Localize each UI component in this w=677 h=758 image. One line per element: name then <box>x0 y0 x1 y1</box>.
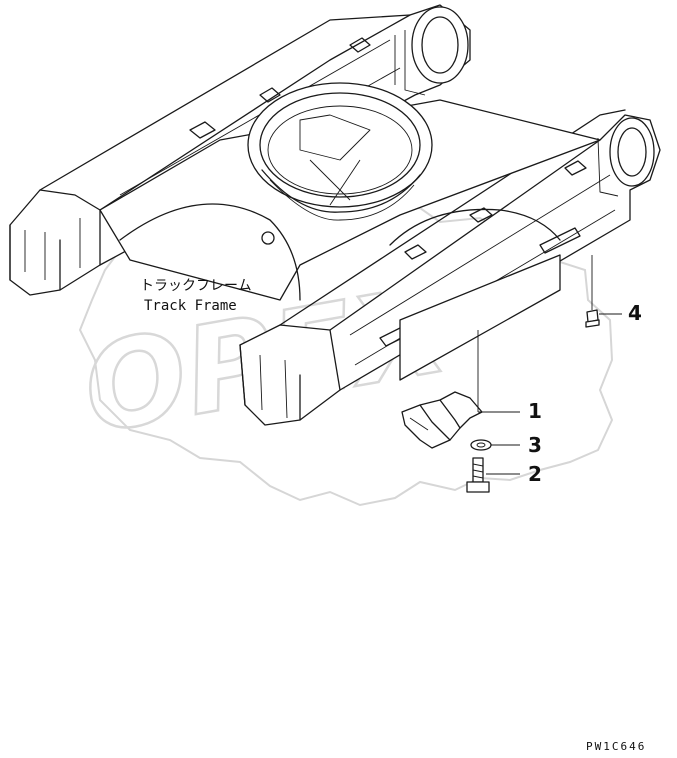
track-frame-drawing <box>9 4 661 426</box>
drawing-code: PW1C646 <box>586 740 646 753</box>
washer-hole <box>476 442 486 448</box>
part-2-bolt <box>466 457 490 493</box>
part-4-plug <box>585 309 600 328</box>
callout-4: 4 <box>628 301 642 325</box>
part-label-english: Track Frame <box>144 298 237 314</box>
part-1-guard-bracket <box>401 391 483 449</box>
part-label-japanese: トラックフレーム <box>140 278 252 294</box>
callout-2: 2 <box>528 462 542 486</box>
callout-1: 1 <box>528 399 542 423</box>
leader-lines <box>477 255 622 475</box>
part-3-washer <box>470 439 492 451</box>
callout-3: 3 <box>528 433 542 457</box>
